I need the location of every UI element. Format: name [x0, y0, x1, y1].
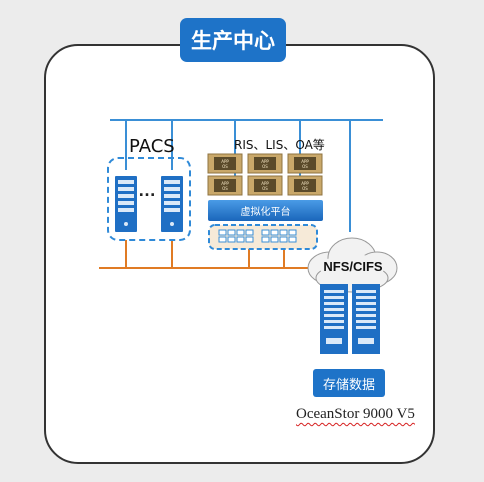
host-servers: [218, 229, 297, 243]
rack-slot: [324, 290, 344, 293]
vm-tile-text: OS: [222, 164, 228, 169]
rack-slot: [358, 338, 374, 344]
rack-slot: [356, 290, 376, 293]
pacs-label: PACS: [129, 136, 175, 157]
rack-slot: [356, 308, 376, 311]
pacs-server-2: [161, 176, 183, 232]
vm-tile-text: APP: [221, 159, 229, 164]
vm-tile-text: OS: [302, 186, 308, 191]
rack-slot: [324, 320, 344, 323]
vm-tile-text: OS: [222, 186, 228, 191]
rack-slot: [324, 308, 344, 311]
rack-slot: [356, 302, 376, 305]
virtualization-platform: 虚拟化平台: [208, 200, 323, 221]
pacs-group: [107, 157, 191, 241]
rack-slot: [356, 296, 376, 299]
host-server-2: [261, 229, 297, 243]
vm-tile-text: APP: [301, 159, 309, 164]
rack-slot: [356, 326, 376, 329]
nfs-cifs-cloud: [307, 237, 398, 293]
rack-slot: [324, 326, 344, 329]
vm-tile-text: APP: [261, 159, 269, 164]
storage-label: 存储数据: [313, 369, 385, 397]
rack-slot: [356, 320, 376, 323]
apps-label: RIS、LIS、OA等: [234, 138, 325, 152]
pacs-ellipsis: …: [138, 180, 156, 200]
storage-rack: [320, 284, 380, 354]
rack-slot: [324, 296, 344, 299]
vm-tile-text: APP: [261, 181, 269, 186]
rack-slot: [324, 314, 344, 317]
rack-slot: [356, 314, 376, 317]
vm-tile-text: APP: [301, 181, 309, 186]
host-server-1: [218, 229, 254, 243]
page-title: 生产中心: [180, 18, 286, 62]
storage-protocol-label: NFS/CIFS: [323, 259, 383, 274]
storage-product-label: OceanStor 9000 V5: [296, 406, 415, 422]
vm-tile-text: OS: [262, 164, 268, 169]
pacs-server-1: [115, 176, 137, 232]
rack-slot: [326, 338, 342, 344]
vm-tile-text: OS: [262, 186, 268, 191]
vm-tile-text: OS: [302, 164, 308, 169]
rack-slot: [324, 302, 344, 305]
vm-tile-text: APP: [221, 181, 229, 186]
